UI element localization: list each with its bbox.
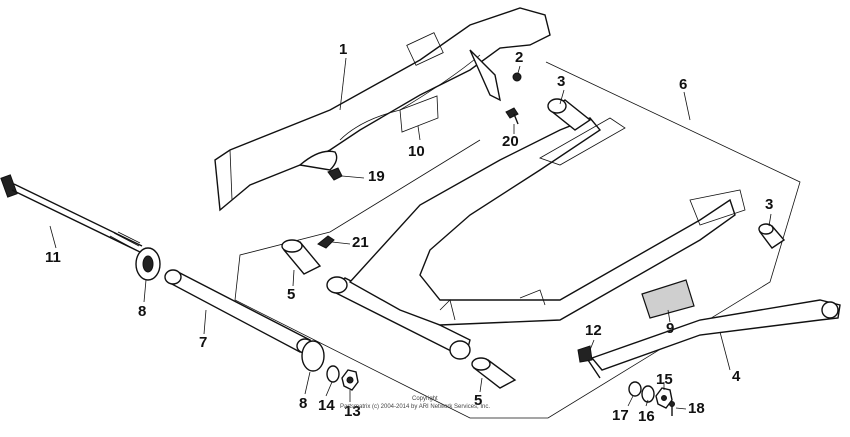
pivot-bolt-part-11 [0, 174, 143, 253]
callout-3-upper: 3 [557, 73, 566, 90]
bolt-part-20 [505, 107, 519, 125]
chain-case-part-1 [214, 7, 551, 212]
callout-8-right: 8 [299, 395, 308, 412]
copyright-line-1: Copyright [412, 396, 438, 402]
callout-4: 4 [732, 368, 741, 385]
callout-2: 2 [515, 49, 524, 66]
clip-part-21 [317, 235, 335, 249]
dust-seal-part-8-left [135, 247, 161, 281]
callout-20: 20 [502, 133, 519, 150]
callout-18: 18 [688, 400, 705, 417]
callout-5-left: 5 [287, 286, 296, 303]
callout-3-lower: 3 [765, 196, 774, 213]
callout-15: 15 [656, 371, 673, 388]
callout-19: 19 [368, 168, 385, 185]
callout-8-left: 8 [138, 303, 147, 320]
callout-5-right: 5 [474, 392, 483, 409]
nut-part-15 [655, 387, 673, 409]
washer-part-17 [628, 381, 642, 397]
cotter-pin-part-18 [669, 401, 675, 416]
callout-7: 7 [199, 334, 208, 351]
callout-17: 17 [612, 407, 629, 424]
washer-part-16 [641, 385, 655, 403]
nut-part-13 [341, 369, 359, 391]
dust-seal-part-8-right [301, 340, 325, 372]
brake-arm-part-4 [590, 299, 841, 371]
callout-1: 1 [339, 41, 348, 58]
bushing-part-3-lower [758, 223, 786, 249]
callout-9: 9 [666, 320, 675, 337]
swingarm-part-6 [326, 117, 746, 360]
callout-11: 11 [45, 249, 61, 266]
washer-part-14 [326, 365, 340, 383]
protector-part-9 [641, 279, 695, 319]
leader-lines [49, 57, 772, 410]
callout-14: 14 [318, 397, 335, 414]
callout-21: 21 [352, 234, 369, 251]
callout-16: 16 [638, 408, 655, 425]
label-plate-part-10 [399, 95, 439, 133]
grommet-part-2 [512, 72, 522, 82]
callout-6: 6 [679, 76, 688, 93]
callout-10: 10 [408, 143, 425, 160]
copyright-line-2: Partsmatrix (c) 2004-2014 by ARI Network… [340, 404, 491, 410]
bushing-part-5-lower [471, 357, 517, 389]
pivot-collar-part-7 [164, 269, 314, 354]
bushing-part-5-upper [281, 239, 322, 275]
bolt-part-12 [577, 345, 601, 379]
callout-12: 12 [585, 322, 602, 339]
callout-13: 13 [344, 403, 361, 420]
